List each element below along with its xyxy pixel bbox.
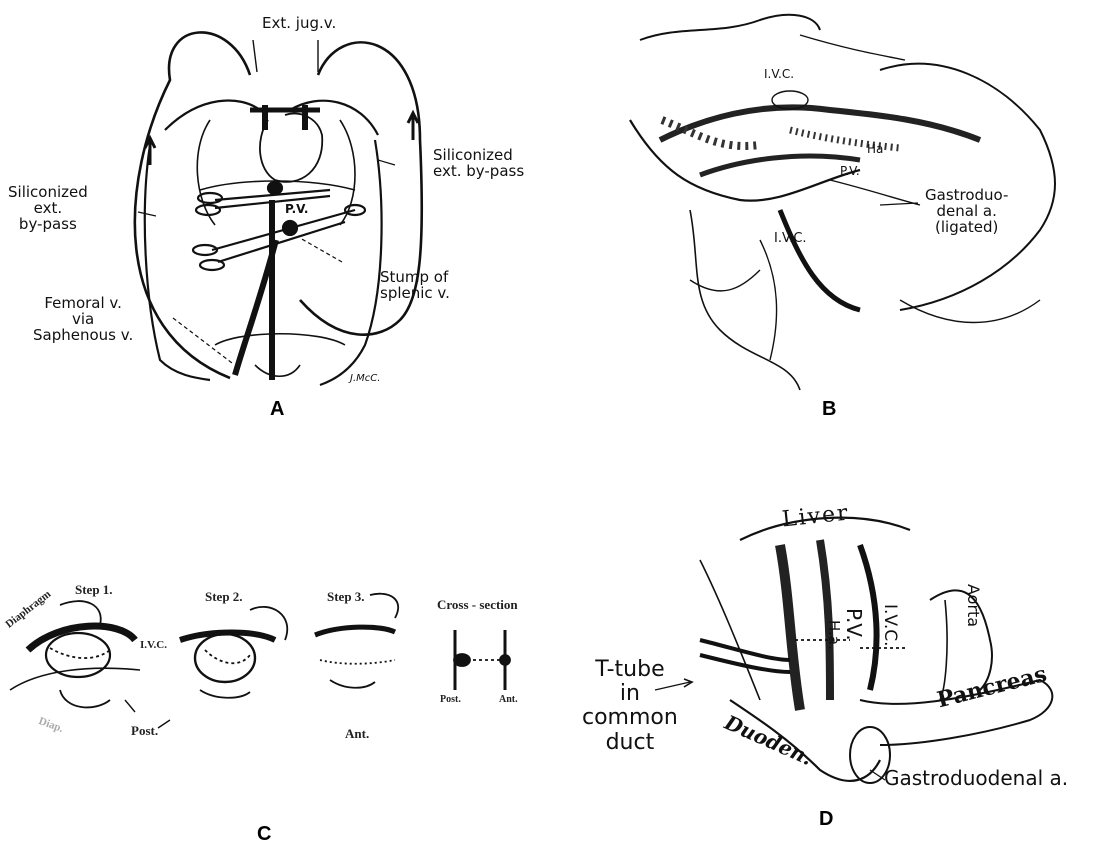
label-ant: Ant. bbox=[345, 727, 369, 741]
panel-letter-c: C bbox=[257, 823, 271, 846]
panel-c-drawing bbox=[10, 594, 510, 728]
artist-signature: J.McC. bbox=[350, 374, 380, 385]
label-ivc-bottom-b: I.V.C. bbox=[774, 232, 807, 246]
label-gastroduodenal-a: Gastroduodenal a. bbox=[884, 768, 1068, 789]
label-ivc-c: I.V.C. bbox=[140, 640, 167, 652]
label-stump-splenic-v: Stump of splenic v. bbox=[380, 270, 450, 302]
panel-a-drawing bbox=[135, 32, 422, 385]
label-portal-vein-b: P.V. bbox=[840, 165, 860, 178]
panel-letter-d: D bbox=[819, 808, 833, 831]
label-hepatic-artery-b: Ha bbox=[867, 143, 883, 156]
label-ant-small: Ant. bbox=[499, 695, 518, 706]
label-step-2: Step 2. bbox=[205, 590, 243, 604]
label-siliconized-bypass-right: Siliconized ext. by-pass bbox=[433, 148, 524, 180]
label-ext-jug-v: Ext. jug.v. bbox=[262, 16, 336, 32]
label-portal-vein-a: P.V. bbox=[285, 203, 308, 216]
label-cross-section: Cross - section bbox=[437, 598, 518, 612]
label-post-small: Post. bbox=[440, 695, 461, 706]
label-t-tube-common-duct: T-tube in common duct bbox=[582, 658, 678, 755]
label-ivc-top-b: I.V.C. bbox=[764, 68, 794, 81]
label-portal-vein-d: P.V. bbox=[843, 608, 864, 641]
label-femoral-v: Femoral v. via Saphenous v. bbox=[33, 296, 133, 343]
panel-letter-a: A bbox=[270, 398, 284, 421]
label-step-3: Step 3. bbox=[327, 590, 365, 604]
panel-d-drawing bbox=[655, 518, 1052, 783]
label-step-1: Step 1. bbox=[75, 583, 113, 597]
label-gastroduodenal-ligated: Gastroduo- denal a. (ligated) bbox=[925, 188, 1008, 235]
label-aorta: Aorta bbox=[964, 584, 981, 627]
label-ivc-d: I.V.C. bbox=[880, 604, 898, 647]
panel-letter-b: B bbox=[822, 398, 836, 421]
label-hepatic-artery-d: H.a. bbox=[825, 620, 841, 650]
label-post: Post. bbox=[131, 724, 158, 738]
label-siliconized-bypass-left: Siliconized ext. by-pass bbox=[8, 185, 88, 232]
